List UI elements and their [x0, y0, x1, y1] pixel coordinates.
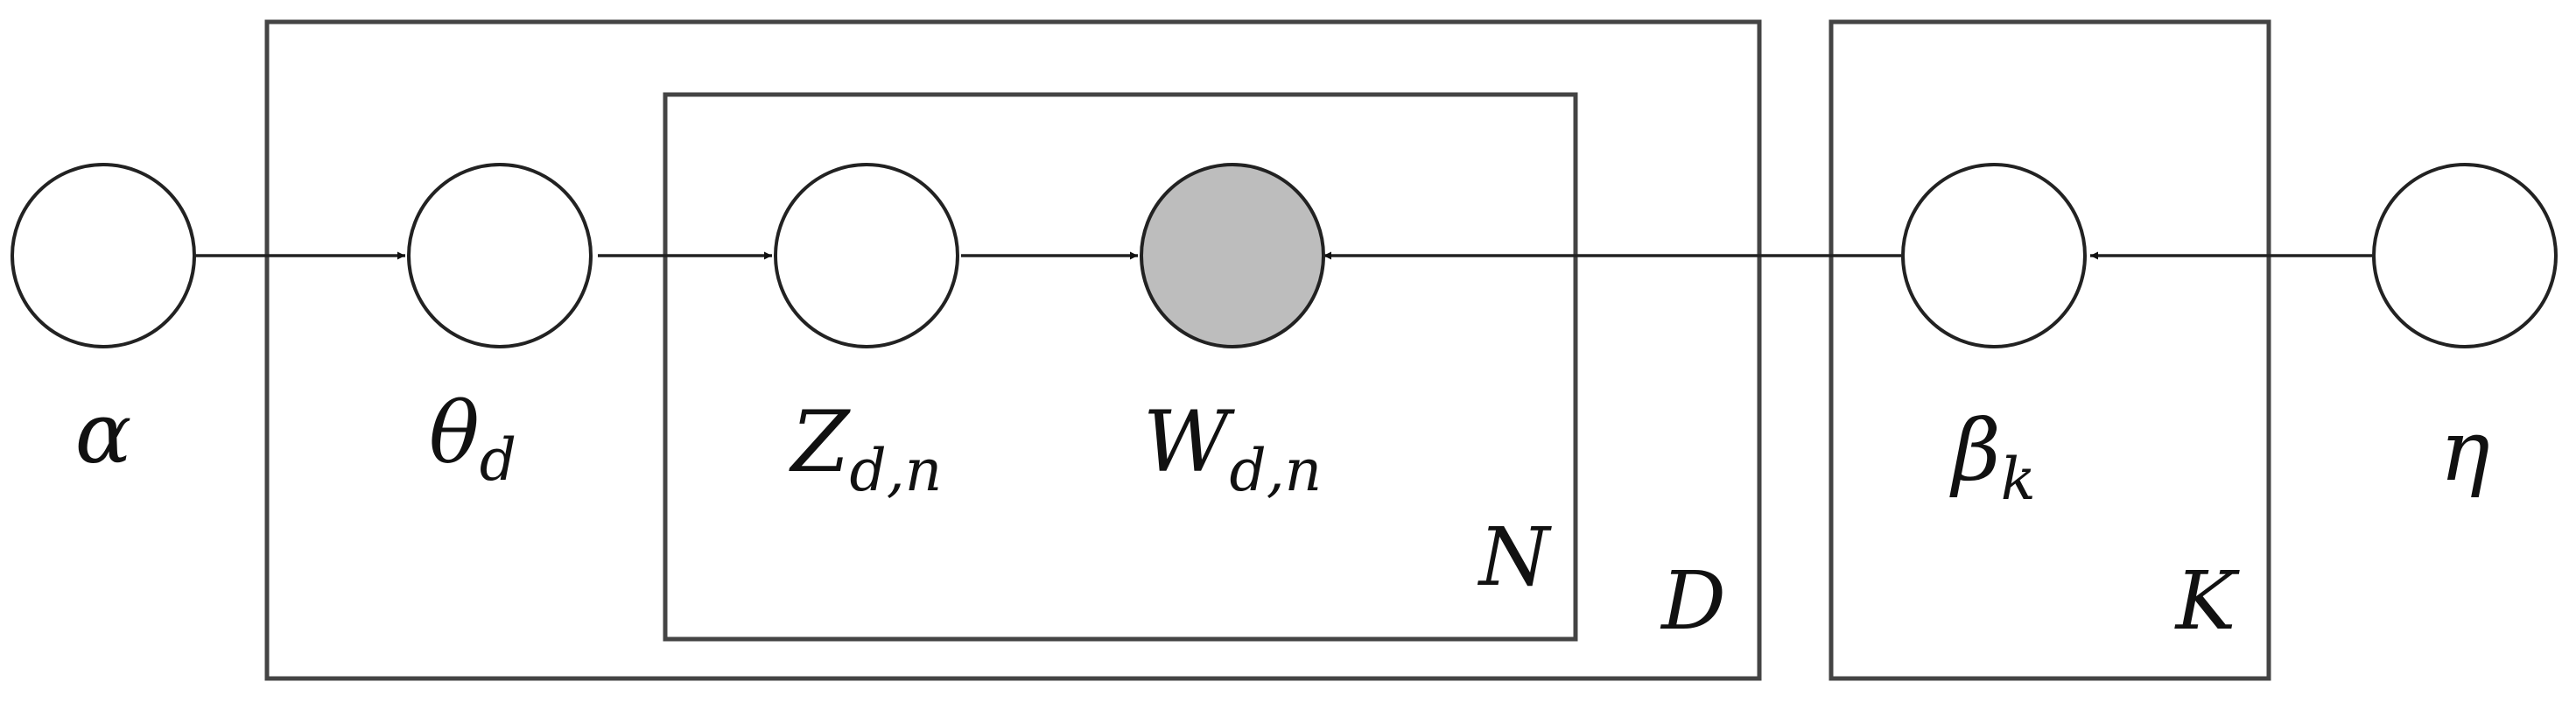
node-z: Zd,n [774, 163, 959, 504]
alpha-label: α [75, 384, 132, 482]
w-label: Wd,n [1143, 393, 1322, 504]
plate-documents [264, 19, 1762, 681]
alpha-node-circle [11, 163, 196, 348]
node-eta: η [2372, 163, 2558, 500]
node-w: Wd,n [1140, 163, 1325, 504]
theta-node-circle [407, 163, 593, 348]
plate-topics [1828, 19, 2271, 681]
w-observed-node-circle [1140, 163, 1325, 348]
node-theta: θd [407, 163, 593, 494]
node-beta: βk [1901, 163, 2087, 513]
beta-node-circle [1901, 163, 2087, 348]
plate-words [663, 92, 1578, 642]
eta-label: η [2439, 402, 2490, 500]
z-node-circle [774, 163, 959, 348]
z-label: Zd,n [789, 393, 942, 504]
node-alpha: α [11, 163, 196, 482]
eta-node-circle [2372, 163, 2558, 348]
plate-words-label: N [1478, 510, 1553, 604]
plate-topics-label: K [2174, 554, 2241, 648]
beta-label: βk [1949, 402, 2036, 513]
plate-documents-label: D [1660, 554, 1726, 648]
theta-label: θd [429, 384, 516, 494]
